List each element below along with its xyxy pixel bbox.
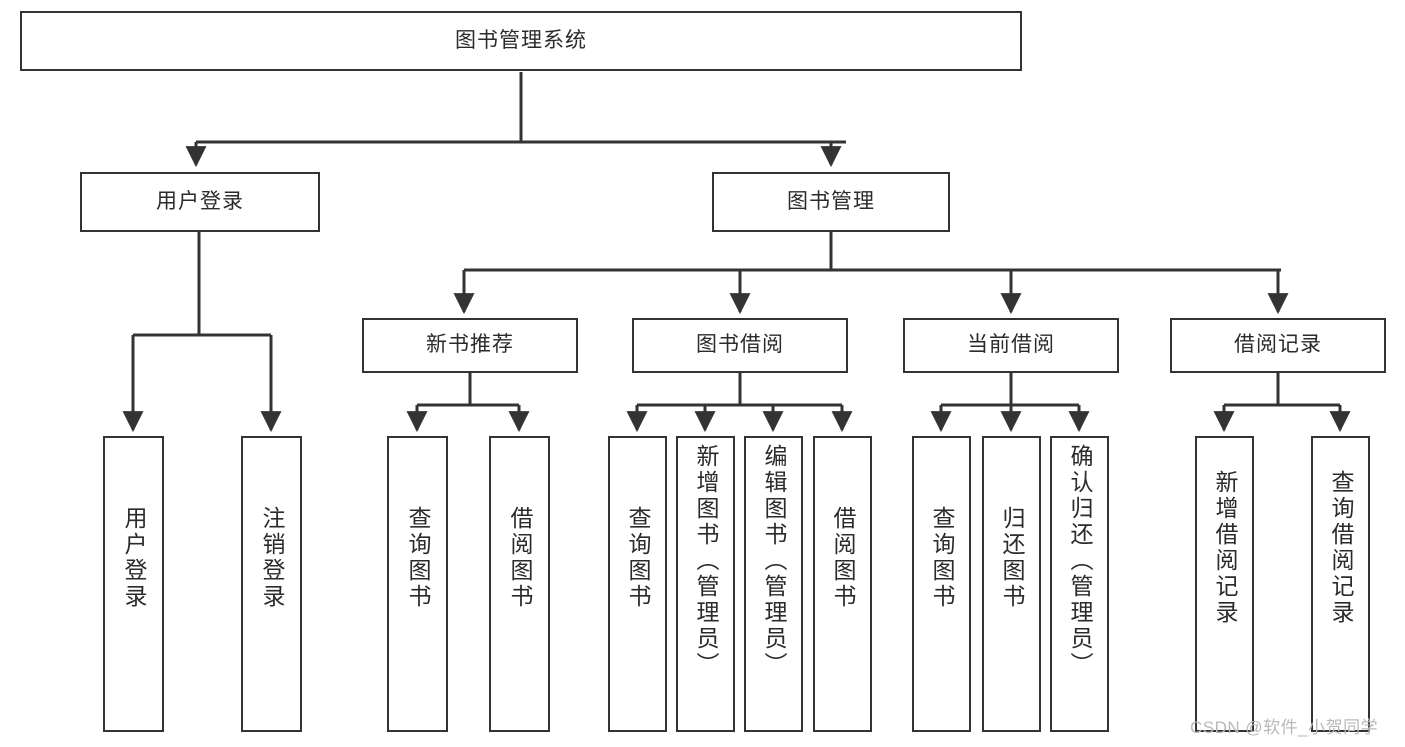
leaf-edit-book[interactable]: 编辑图书（管理员）	[744, 436, 803, 732]
node-user-login[interactable]: 用户登录	[80, 172, 320, 232]
leaf-borrow-book-1[interactable]: 借阅图书	[489, 436, 550, 732]
leaf-query-book-2-label: 查询图书	[625, 506, 651, 610]
leaf-add-book[interactable]: 新增图书（管理员）	[676, 436, 735, 732]
leaf-logout-login[interactable]: 注销登录	[241, 436, 302, 732]
leaf-return-book-label: 归还图书	[999, 506, 1025, 610]
leaf-logout-login-label: 注销登录	[259, 506, 285, 610]
leaf-query-book-3-label: 查询图书	[929, 506, 955, 610]
node-book-manage[interactable]: 图书管理	[712, 172, 950, 232]
node-book-borrow-label: 图书借阅	[696, 333, 784, 357]
node-root[interactable]: 图书管理系统	[20, 11, 1022, 71]
leaf-query-record-label: 查询借阅记录	[1328, 470, 1354, 626]
leaf-user-login[interactable]: 用户登录	[103, 436, 164, 732]
leaf-query-book-3[interactable]: 查询图书	[912, 436, 971, 732]
node-user-login-label: 用户登录	[156, 189, 244, 213]
leaf-add-book-label: 新增图书（管理员）	[693, 444, 719, 678]
leaf-user-login-label: 用户登录	[121, 506, 147, 610]
leaf-confirm-return-label: 确认归还（管理员）	[1067, 444, 1093, 678]
leaf-add-record-label: 新增借阅记录	[1212, 470, 1238, 626]
node-borrow-record-label: 借阅记录	[1234, 333, 1322, 357]
leaf-borrow-book-1-label: 借阅图书	[507, 506, 533, 610]
node-current-borrow[interactable]: 当前借阅	[903, 318, 1119, 373]
node-book-borrow[interactable]: 图书借阅	[632, 318, 848, 373]
node-new-book-recommend-label: 新书推荐	[426, 333, 514, 357]
leaf-query-book-2[interactable]: 查询图书	[608, 436, 667, 732]
node-root-label: 图书管理系统	[455, 28, 587, 52]
node-current-borrow-label: 当前借阅	[967, 333, 1055, 357]
node-borrow-record[interactable]: 借阅记录	[1170, 318, 1386, 373]
csdn-watermark: CSDN @软件_小贺同学	[1190, 718, 1379, 737]
leaf-query-book-1-label: 查询图书	[405, 506, 431, 610]
leaf-borrow-book-2-label: 借阅图书	[830, 506, 856, 610]
leaf-return-book[interactable]: 归还图书	[982, 436, 1041, 732]
node-new-book-recommend[interactable]: 新书推荐	[362, 318, 578, 373]
leaf-borrow-book-2[interactable]: 借阅图书	[813, 436, 872, 732]
leaf-edit-book-label: 编辑图书（管理员）	[761, 444, 787, 678]
leaf-query-record[interactable]: 查询借阅记录	[1311, 436, 1370, 732]
leaf-add-record[interactable]: 新增借阅记录	[1195, 436, 1254, 732]
leaf-query-book-1[interactable]: 查询图书	[387, 436, 448, 732]
node-book-manage-label: 图书管理	[787, 189, 875, 213]
leaf-confirm-return[interactable]: 确认归还（管理员）	[1050, 436, 1109, 732]
